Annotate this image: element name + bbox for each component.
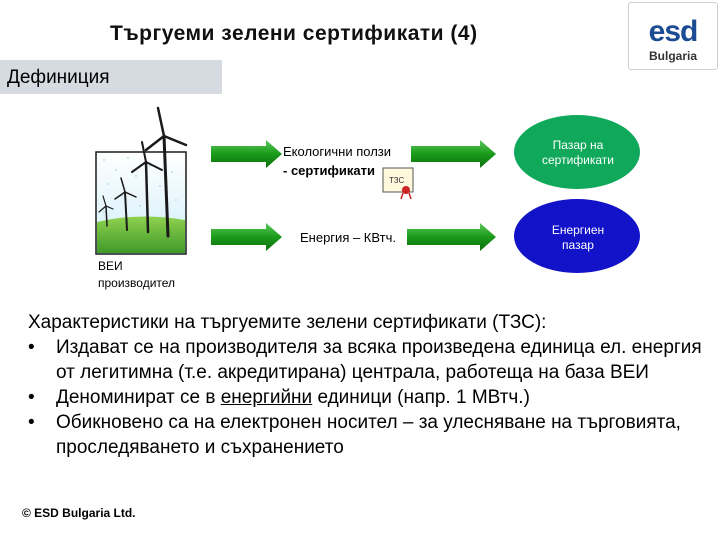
definition-banner — [0, 60, 222, 94]
arrow-to-energy-market — [407, 223, 496, 251]
characteristics-block: Характеристики на търгуемите зелени серт… — [28, 310, 708, 460]
energy-market-line1: Енергиен — [551, 223, 605, 237]
bullet-dot: • — [28, 387, 35, 408]
arrow-to-cert-market — [411, 140, 496, 168]
bullet-text-electronic: Обикновено са на електронен носител – за… — [56, 412, 681, 458]
certificate-market-label: Пазар на сертификати — [515, 138, 641, 168]
producer-label-line1: ВЕИ — [98, 259, 123, 273]
certificate-market-oval — [514, 115, 640, 189]
logo-brand: esd — [648, 15, 699, 48]
certificate-market-line1: Пазар на — [552, 138, 604, 152]
certificate-market-line2: сертификати — [542, 153, 614, 167]
bullet-dot: • — [28, 337, 35, 358]
bullet-item: • Обикновено са на електронен носител – … — [28, 410, 708, 460]
denomination-underlined: енергийни — [220, 387, 313, 408]
producer-label-line2: производител — [98, 276, 176, 290]
denomination-post: единици (напр. 1 МВтч.) — [312, 387, 530, 408]
energy-market-line2: пазар — [562, 238, 594, 252]
copyright-footer: © ESD Bulgaria Ltd. — [22, 506, 136, 520]
bullet-text-issuance: Издават се на производителя за всяка про… — [56, 337, 702, 383]
energy-market-label: Енергиен пазар — [515, 223, 641, 253]
bullet-text-denomination: Деноминират се в енергийни единици (напр… — [56, 385, 530, 410]
arrow-to-energy — [211, 223, 282, 251]
logo-country: Bulgaria — [648, 49, 697, 63]
arrow-to-eco — [211, 140, 282, 168]
esd-logo: esd Bulgaria — [628, 2, 718, 70]
bullet-dot: • — [28, 412, 35, 433]
certificates-label: - сертификати — [283, 163, 375, 178]
certificate-tag: ТЗС — [389, 176, 405, 185]
certificate-icon — [382, 167, 414, 200]
eco-benefits-label: Екологични ползи — [283, 144, 392, 159]
bullet-item: • Издават се на производителя за всяка п… — [28, 335, 708, 385]
energy-market-oval — [514, 199, 640, 273]
bullet-item: • Деноминират се в енергийни единици (на… — [28, 385, 708, 410]
denomination-pre: Деноминират се в — [56, 387, 221, 408]
slide-title: Търгуеми зелени сертификати (4) — [110, 22, 478, 45]
definition-heading: Дефиниция — [7, 67, 110, 88]
characteristics-intro: Характеристики на търгуемите зелени серт… — [28, 312, 547, 333]
energy-label: Енергия – КВтч. — [300, 230, 396, 245]
wind-farm-illustration — [95, 106, 188, 255]
certificate-flow-diagram — [95, 106, 640, 273]
